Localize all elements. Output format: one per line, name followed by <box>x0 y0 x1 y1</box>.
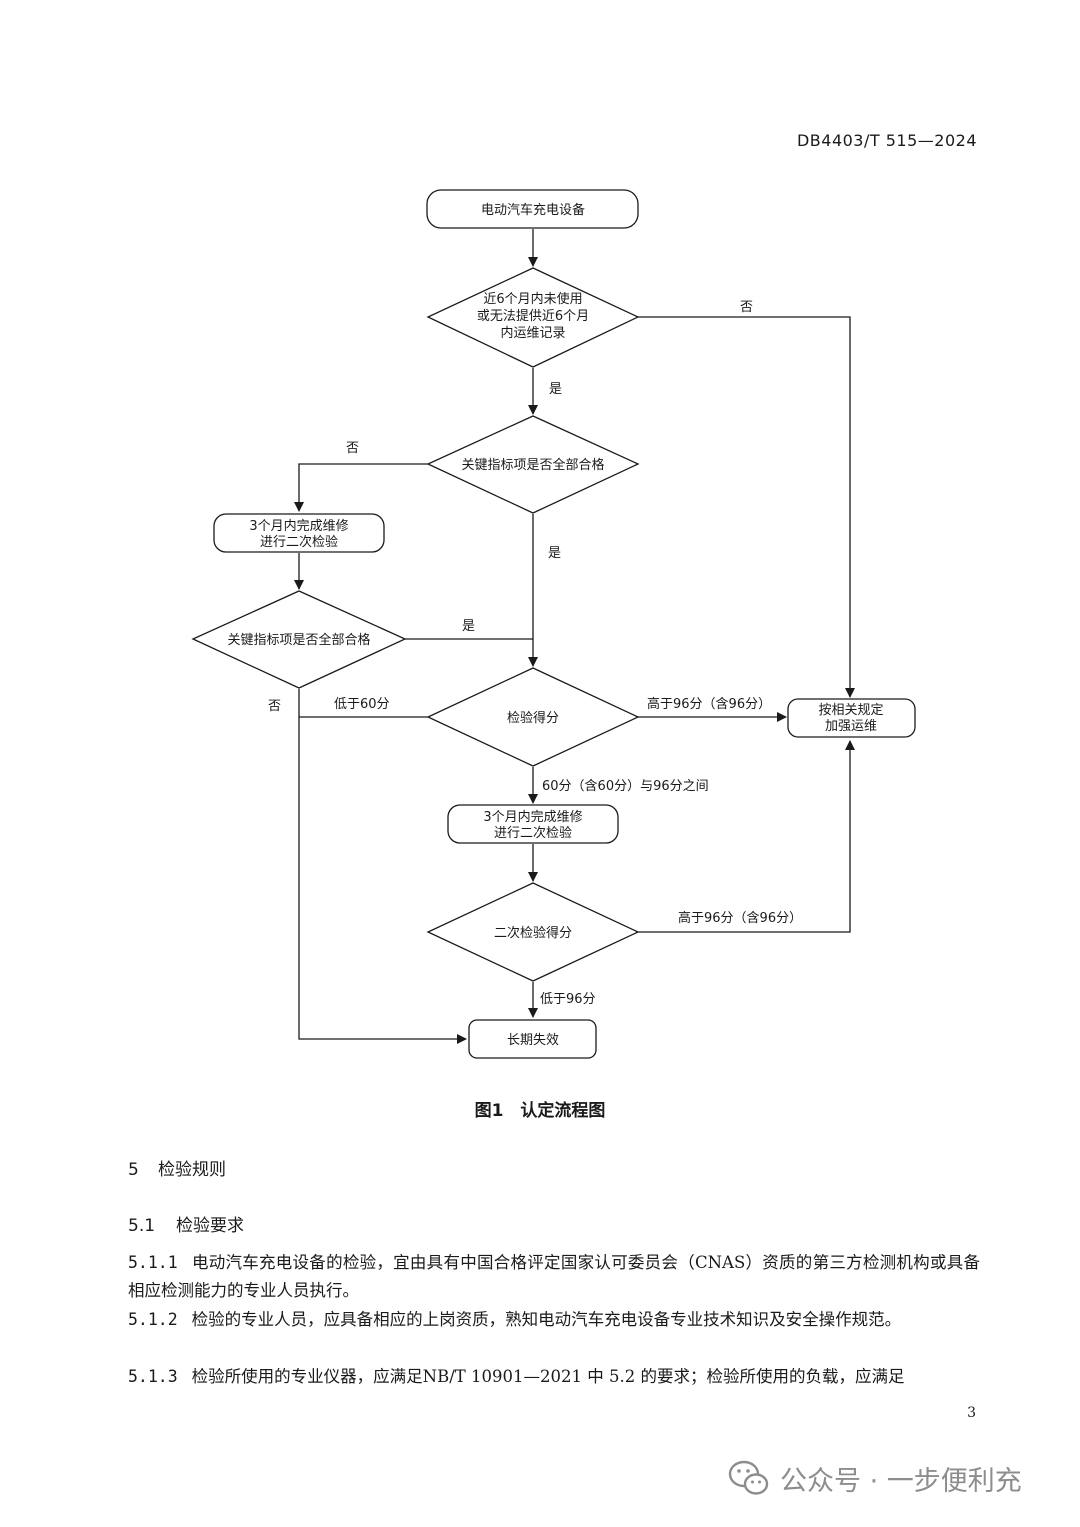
page-number: 3 <box>967 1405 976 1421</box>
edge-key2-no <box>298 689 467 1044</box>
node-decision-recent-shape <box>426 267 640 368</box>
node-start: 电动汽车充电设备 <box>481 202 585 218</box>
label-recent-no: 否 <box>740 300 753 315</box>
node-decision-recent-line-1: 近6个月内未使用 <box>483 291 582 307</box>
node-decision-key-1: 关键指标项是否全部合格 <box>461 457 604 473</box>
watermark: 公众号 · 一步便利充 <box>728 1458 1022 1498</box>
node-end-maintain-line-2: 加强运维 <box>825 719 877 734</box>
node-end-invalid: 长期失效 <box>507 1033 559 1048</box>
node-decision-key-2: 关键指标项是否全部合格 <box>227 632 370 648</box>
wechat-icon <box>728 1460 769 1495</box>
label-key2-yes: 是 <box>462 619 475 634</box>
section-heading-5: 5 检验规则 <box>128 1155 226 1180</box>
clause-number: 5.1.1 <box>128 1253 178 1272</box>
section-title: 检验要求 <box>176 1216 244 1236</box>
clause-text: 电动汽车充电设备的检验，宜由具有中国合格评定国家认可委员会（CNAS）资质的第三… <box>128 1253 980 1300</box>
clause-text: 检验所使用的专业仪器，应满足NB/T 10901—2021 中 5.2 的要求；… <box>191 1367 905 1386</box>
node-repair-1-box <box>213 513 385 553</box>
label-key1-no: 否 <box>346 441 359 456</box>
edge-key1-no <box>294 463 428 512</box>
watermark-text: 公众号 · 一步便利充 <box>780 1465 1022 1497</box>
node-decision-score-2: 二次检验得分 <box>494 925 572 941</box>
edge-recent-no <box>638 316 855 698</box>
flow-edge-labels: 否 是 否 是 是 否 低于60分 高于96分（含96分） 60分（含60分）与… <box>268 300 802 1007</box>
node-decision-recent-line-3: 内运维记录 <box>500 325 565 341</box>
label-below-96: 低于96分 <box>540 992 596 1007</box>
clause-text: 检验的专业人员，应具备相应的上岗资质，熟知电动汽车充电设备专业技术知识及安全操作… <box>191 1310 902 1329</box>
label-key2-no: 否 <box>268 699 281 714</box>
node-repair-1-line-1: 3个月内完成维修 <box>249 518 348 534</box>
section-title: 检验规则 <box>158 1160 226 1180</box>
node-repair-2-box <box>447 804 619 844</box>
section-number: 5 <box>128 1160 139 1180</box>
section-heading-5-1: 5.1 检验要求 <box>128 1211 244 1236</box>
label-above-96-2: 高于96分（含96分） <box>678 910 802 926</box>
node-decision-key-2-shape <box>191 590 407 689</box>
node-repair-2-line-2: 进行二次检验 <box>494 825 572 841</box>
node-repair-1-line-2: 进行二次检验 <box>260 534 338 550</box>
clause-number: 5.1.3 <box>128 1367 178 1386</box>
clause-5-1-3: 5.1.3 检验所使用的专业仪器，应满足NB/T 10901—2021 中 5.2… <box>128 1363 980 1391</box>
flow-node-text: 电动汽车充电设备 近6个月内未使用 或无法提供近6个月 内运维记录 关键指标项是… <box>227 202 883 1048</box>
node-decision-recent-line-2: 或无法提供近6个月 <box>477 308 589 324</box>
node-end-maintain-line-1: 按相关规定 <box>818 703 883 718</box>
node-decision-key-1-shape <box>426 415 640 514</box>
node-end-maintain-box <box>787 698 916 738</box>
figure-caption: 图1 认定流程图 <box>474 1101 606 1121</box>
label-key1-yes: 是 <box>548 546 561 561</box>
section-number: 5.1 <box>128 1216 156 1236</box>
node-decision-score-2-shape <box>426 882 640 982</box>
flow-connectors <box>294 229 855 1044</box>
flowchart: 电动汽车充电设备 近6个月内未使用 或无法提供近6个月 内运维记录 关键指标项是… <box>191 189 916 1059</box>
edge-score2-above96 <box>638 740 855 933</box>
label-between: 60分（含60分）与96分之间 <box>542 778 709 794</box>
label-below-60: 低于60分 <box>334 697 390 712</box>
node-repair-2-line-1: 3个月内完成维修 <box>483 809 582 825</box>
label-above-96: 高于96分（含96分） <box>647 696 771 712</box>
flow-nodes <box>191 189 916 1059</box>
node-end-invalid-box <box>468 1019 597 1059</box>
clause-number: 5.1.2 <box>128 1310 178 1329</box>
node-decision-score: 检验得分 <box>507 710 559 726</box>
label-recent-yes: 是 <box>549 382 562 397</box>
clause-5-1-2: 5.1.2 检验的专业人员，应具备相应的上岗资质，熟知电动汽车充电设备专业技术知识… <box>128 1306 980 1334</box>
document-code: DB4403/T 515—2024 <box>796 131 977 150</box>
node-decision-score-shape <box>426 667 640 767</box>
node-start-box <box>426 189 639 229</box>
